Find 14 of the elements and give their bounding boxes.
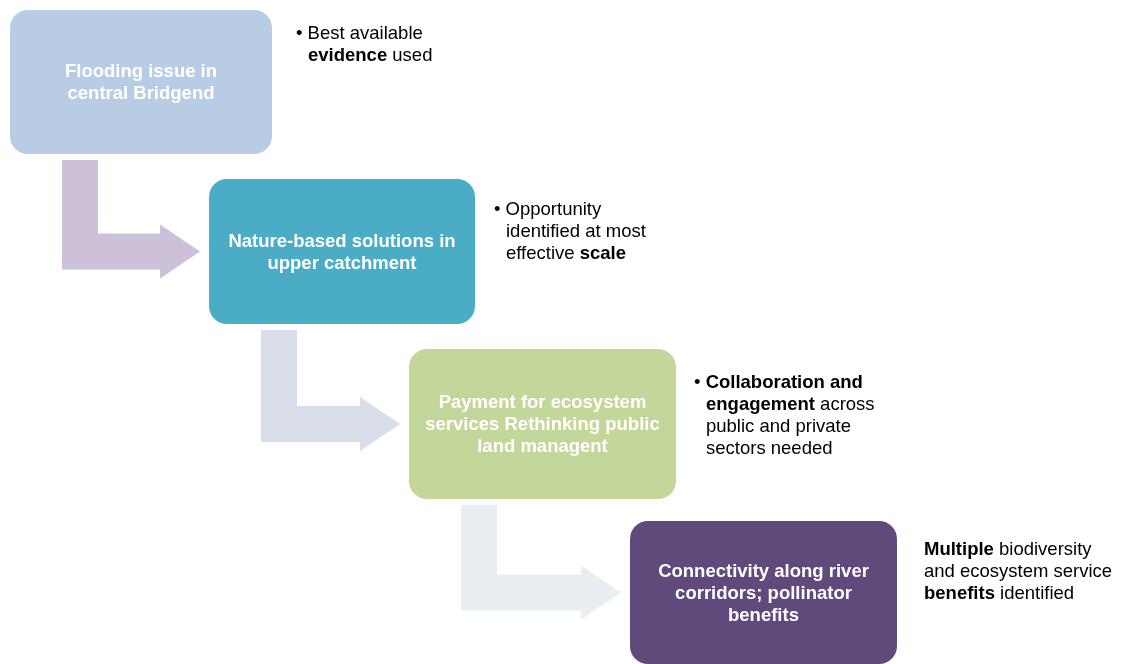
process-box [409, 349, 676, 499]
box-label: Payment for ecosystem services Rethinking public land managent [424, 391, 661, 457]
bullet-note: Multiple biodiversity and ecosystem service benefits identified [924, 538, 1114, 604]
process-box [209, 179, 475, 324]
process-box [630, 521, 897, 664]
process-box [10, 10, 272, 154]
bullet-note: • Opportunity identified at most effective scale [494, 198, 647, 264]
box-label: Nature-based solutions in upper catchment [227, 229, 457, 274]
bullet-note: • Best available evidence used [296, 22, 434, 66]
bent-arrow [62, 160, 200, 279]
bullet-note: • Collaboration and engagement across public and private sectors needed [694, 371, 876, 459]
box-label: Flooding issue in central Bridgend [63, 60, 219, 104]
box-label: Connectivity along river corridors; pollinator benefits [657, 559, 870, 626]
bent-arrow [261, 330, 400, 451]
